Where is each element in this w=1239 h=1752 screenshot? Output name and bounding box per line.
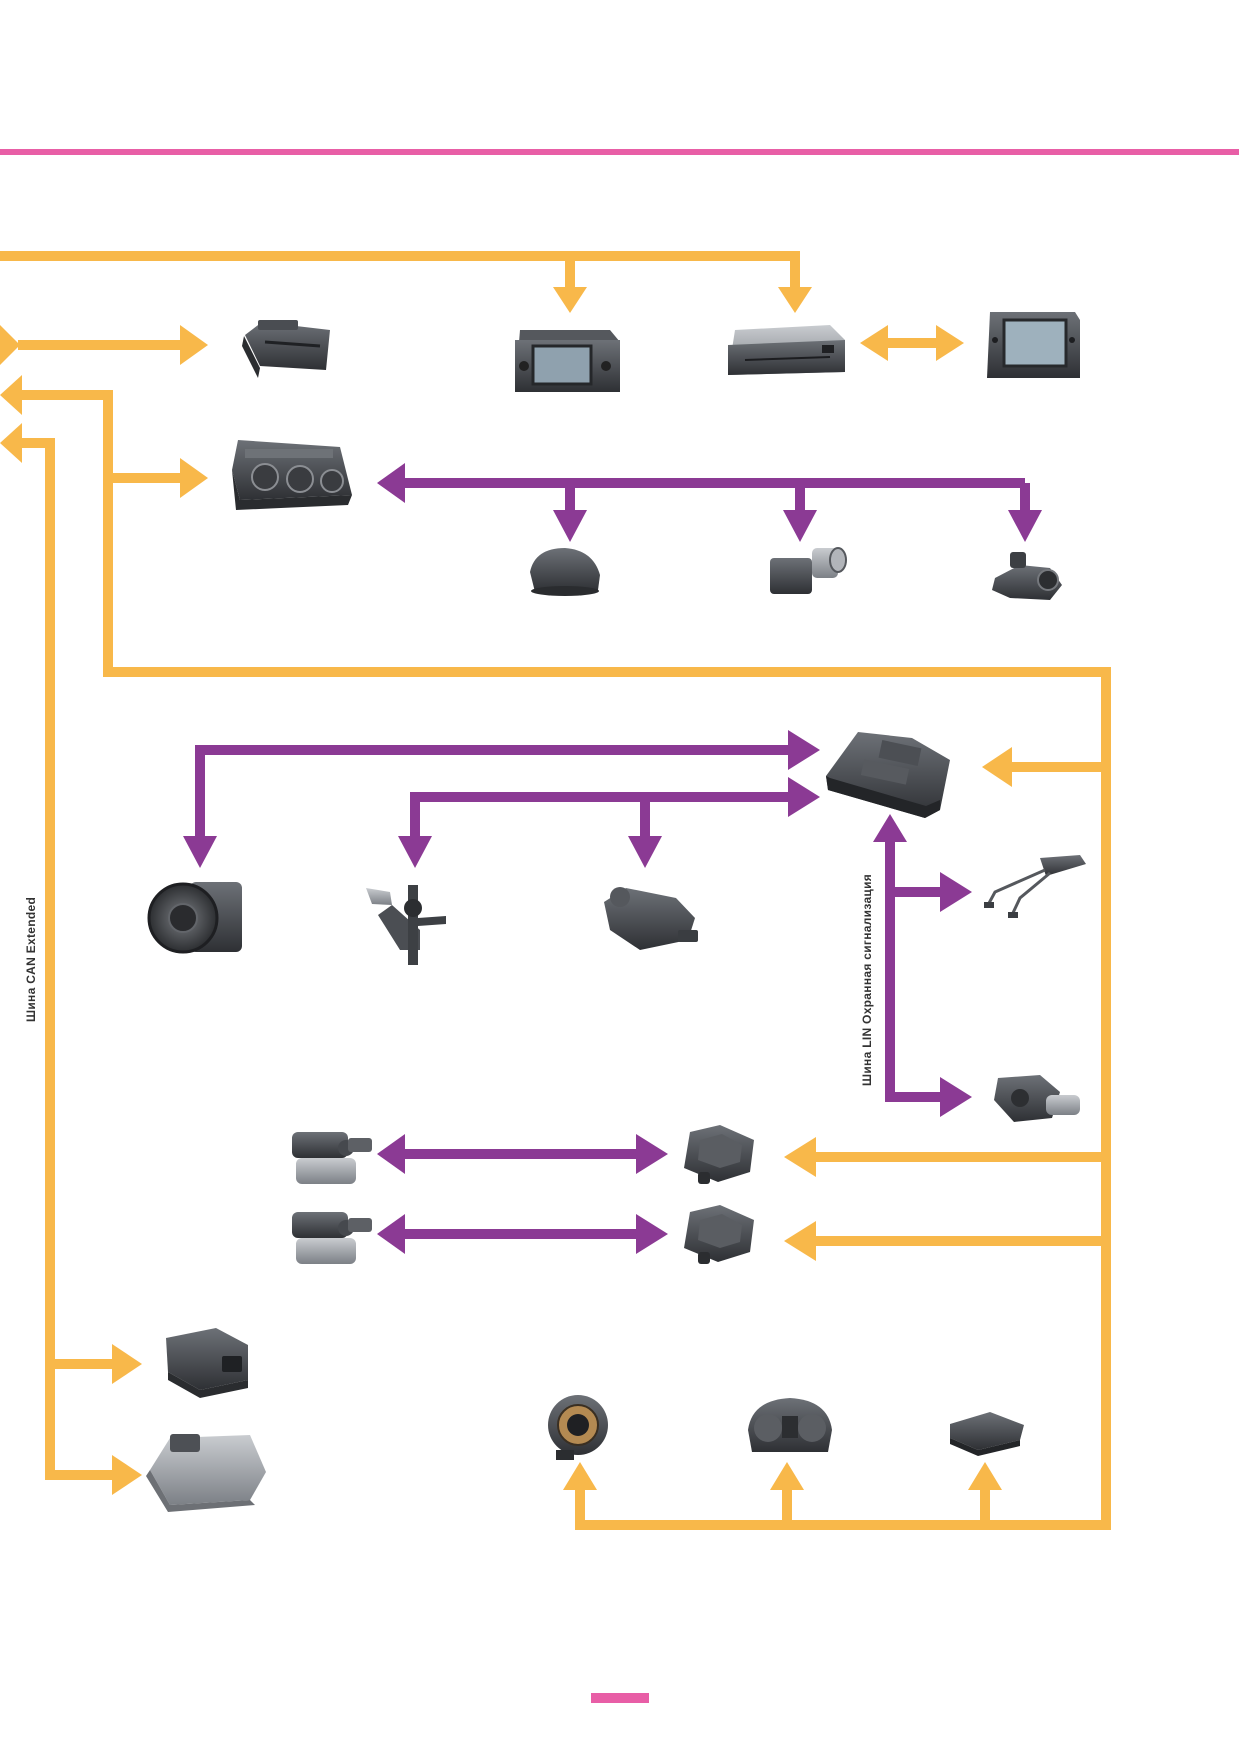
climate-panel-icon (232, 440, 352, 510)
parking-aid-module-icon (950, 1412, 1024, 1456)
body-control-module-icon (826, 732, 950, 818)
rain-light-sensor-icon (604, 887, 698, 950)
window-motor-front-icon (292, 1132, 372, 1184)
media-player-icon (728, 325, 845, 375)
alarm-horn-icon (147, 882, 242, 954)
wiper-motor-icon (366, 885, 446, 965)
rear-sensor-icon (530, 548, 600, 596)
diagnostic-connector-icon (242, 320, 330, 378)
tilt-sensor-icon (994, 1075, 1080, 1122)
gearbox-control-icon (146, 1434, 266, 1512)
gateway-module-icon (166, 1328, 248, 1398)
navigation-display-icon (987, 312, 1080, 378)
page-marker (591, 1693, 649, 1703)
lin-bus-arrowheads (183, 463, 1042, 1254)
instrument-cluster-icon (748, 1398, 832, 1452)
lin-alarm-label: Шина LIN Охранная сигнализация (860, 873, 874, 1086)
interior-sensor-icon (984, 855, 1086, 918)
door-control-unit-front-icon (684, 1125, 754, 1184)
lin-bus-lines (195, 478, 1030, 1239)
can-bus-lines (0, 251, 1111, 1530)
can-extended-label: Шина CAN Extended (24, 896, 38, 1022)
window-motor-rear-icon (292, 1212, 372, 1264)
can-bus-arrowheads (0, 287, 1012, 1495)
steering-column-module-icon (548, 1395, 608, 1460)
header-rule (0, 149, 1239, 155)
pressure-sensor-icon (770, 547, 847, 594)
flap-actuator-icon (992, 552, 1062, 600)
radio-display-icon (515, 330, 620, 392)
door-control-unit-rear-icon (684, 1205, 754, 1264)
